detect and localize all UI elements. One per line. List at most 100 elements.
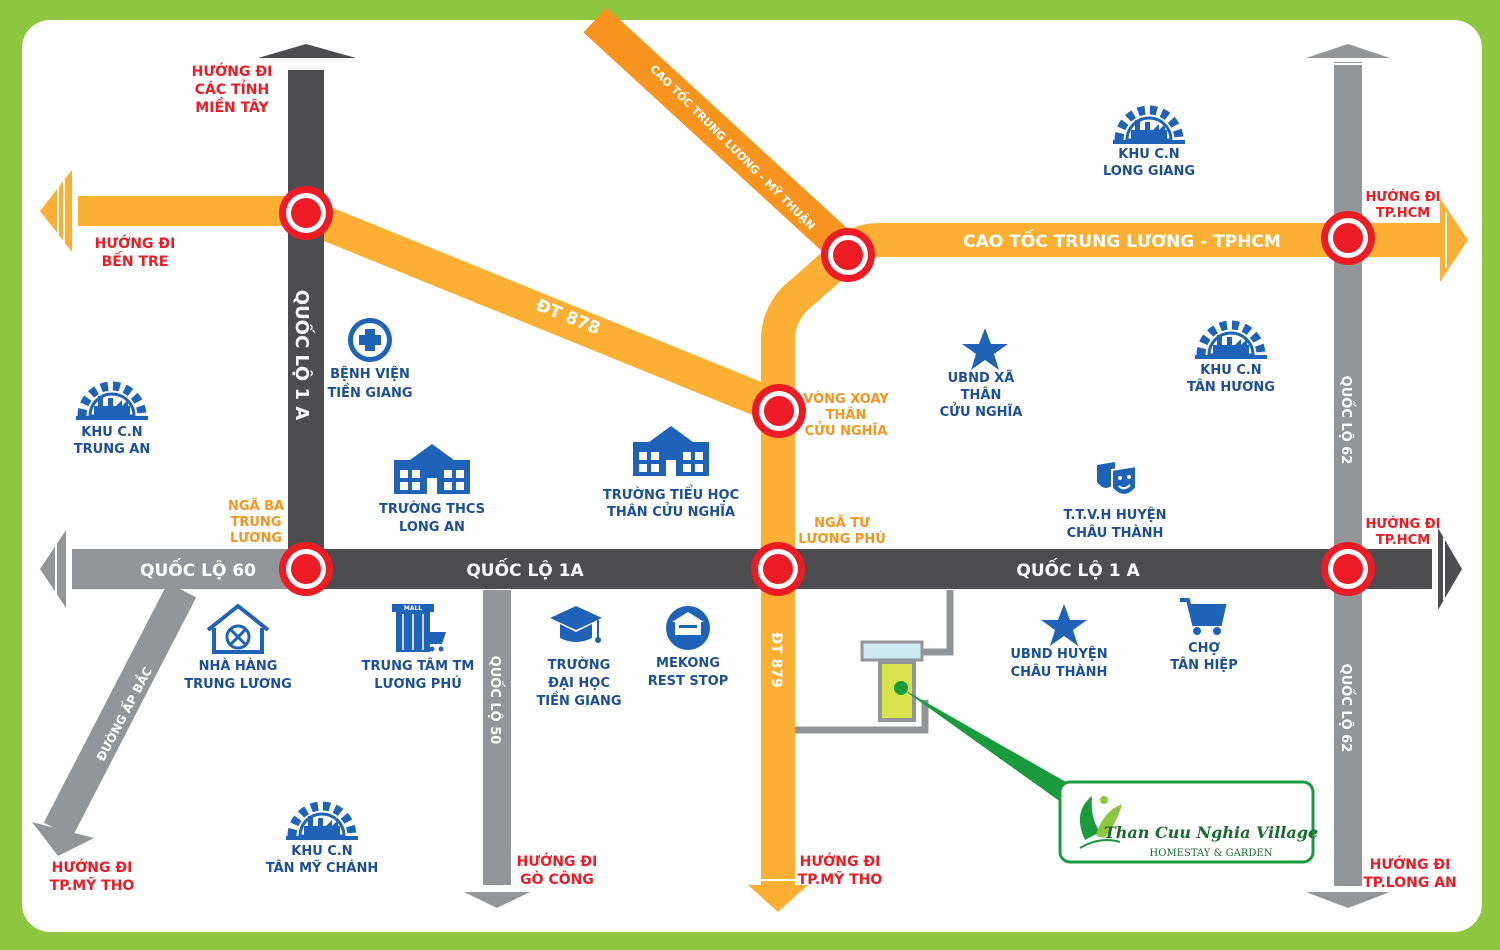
direction-hcm-top: HƯỚNG ĐI TP.HCM	[1366, 189, 1441, 221]
road-ap-bac	[43, 582, 197, 838]
direction-my-tho-left: HƯỚNG ĐI TP.MỸ THO	[50, 858, 135, 894]
marker-ql62-ql1a	[1321, 542, 1375, 596]
svg-text:TÂN MỸ CHÁNH: TÂN MỸ CHÁNH	[266, 860, 378, 876]
hospital-icon	[348, 318, 392, 362]
road-dt879	[761, 239, 860, 885]
brand-name: Than Cuu Nghia Village	[1104, 823, 1318, 842]
svg-text:TIỀN GIANG: TIỀN GIANG	[327, 383, 412, 401]
poi-ubnd-xa: UBND XÃ THÂN CỬU NGHĨA	[940, 370, 1023, 420]
poi-mekong: MEKONG REST STOP	[648, 656, 728, 689]
graduation-cap-icon	[550, 606, 602, 643]
svg-text:HƯỚNG ĐI: HƯỚNG ĐI	[95, 234, 176, 252]
leaf-logo-icon	[1079, 796, 1122, 849]
svg-text:UBND HUYỆN: UBND HUYỆN	[1010, 646, 1107, 662]
svg-text:HƯỚNG ĐI: HƯỚNG ĐI	[192, 62, 273, 80]
arrow-south-ql62	[1306, 892, 1390, 908]
svg-text:KHU C.N: KHU C.N	[81, 425, 142, 440]
label-ql1a-east: QUỐC LỘ 1 A	[1016, 557, 1140, 581]
poi-dai-hoc: TRƯỜNG ĐẠI HỌC TIỀN GIANG	[536, 657, 621, 709]
direction-hcm-mid: HƯỚNG ĐI TP.HCM	[1366, 516, 1441, 548]
theater-masks-icon	[1097, 462, 1137, 496]
brand-callout: Than Cuu Nghia Village HOMESTAY & GARDEN	[1058, 780, 1318, 864]
svg-text:TRUNG TÂM TM: TRUNG TÂM TM	[362, 658, 475, 674]
poi-benh-vien: BỆNH VIỆN TIỀN GIANG	[327, 366, 412, 401]
star-icon	[962, 328, 1008, 370]
poi-kcn-tan-huong: KHU C.N TÂN HƯƠNG	[1187, 363, 1275, 395]
svg-text:LONG GIANG: LONG GIANG	[1103, 164, 1195, 179]
svg-text:T.T.V.H HUYỆN: T.T.V.H HUYỆN	[1063, 507, 1166, 523]
svg-text:BỆNH VIỆN: BỆNH VIỆN	[330, 366, 410, 382]
direction-mien-tay: HƯỚNG ĐI CÁC TỈNH MIỀN TÂY	[192, 62, 273, 116]
svg-text:KHU C.N: KHU C.N	[291, 844, 352, 859]
poi-tieu-hoc: TRƯỜNG TIỂU HỌC THÂN CỬU NGHĨA	[603, 485, 739, 520]
marker-vong-xoay	[752, 384, 806, 438]
svg-text:HƯỚNG ĐI: HƯỚNG ĐI	[52, 858, 133, 876]
svg-text:TRƯỜNG THCS: TRƯỜNG THCS	[379, 501, 485, 517]
svg-text:THÂN: THÂN	[826, 407, 867, 423]
svg-text:HƯỚNG ĐI: HƯỚNG ĐI	[800, 852, 881, 870]
mall-sign: MALL	[404, 605, 422, 612]
svg-text:TP.LONG AN: TP.LONG AN	[1363, 875, 1457, 891]
svg-text:UBND XÃ: UBND XÃ	[948, 370, 1015, 386]
poi-trung-tam-tm: TRUNG TÂM TM LƯƠNG PHÚ	[362, 658, 475, 692]
svg-text:CHÂU THÀNH: CHÂU THÀNH	[1067, 525, 1164, 541]
marker-nga-tu-luong-phu	[751, 542, 805, 596]
svg-text:KHU C.N: KHU C.N	[1200, 363, 1261, 378]
svg-text:ĐẠI HỌC: ĐẠI HỌC	[548, 676, 610, 691]
svg-text:HƯỚNG ĐI: HƯỚNG ĐI	[1366, 189, 1441, 205]
svg-text:THÂN CỬU NGHĨA: THÂN CỬU NGHĨA	[607, 503, 735, 520]
label-cao-toc-hcm: CAO TỐC TRUNG LƯƠNG - TPHCM	[963, 228, 1281, 252]
marker-ql1a-dt878	[279, 186, 333, 240]
svg-text:CHỢ: CHỢ	[1188, 641, 1220, 656]
poi-cho-tan-hiep: CHỢ TÂN HIỆP	[1170, 641, 1237, 673]
label-ql1a-vertical: QUỐC LỘ 1 A	[291, 290, 315, 421]
svg-text:CHÂU THÀNH: CHÂU THÀNH	[1011, 664, 1108, 680]
svg-text:TP.MỸ THO: TP.MỸ THO	[798, 871, 883, 888]
svg-text:TP.HCM: TP.HCM	[1376, 533, 1430, 548]
svg-text:TÂN HIỆP: TÂN HIỆP	[1170, 657, 1237, 673]
svg-text:NHÀ HÀNG: NHÀ HÀNG	[199, 658, 278, 674]
plot-village	[878, 660, 916, 722]
svg-text:TP.MỸ THO: TP.MỸ THO	[50, 877, 135, 894]
junction-nga-tu-luong-phu: NGÃ TƯ LƯƠNG PHÚ	[798, 515, 886, 547]
rest-stop-icon	[666, 606, 710, 650]
svg-text:TRƯỜNG: TRƯỜNG	[548, 657, 611, 673]
direction-long-an: HƯỚNG ĐI TP.LONG AN	[1363, 855, 1457, 891]
svg-text:GÒ CÔNG: GÒ CÔNG	[520, 870, 594, 888]
label-ql62-lower: QUỐC LỘ 62	[1338, 664, 1356, 753]
svg-text:LONG AN: LONG AN	[399, 520, 465, 535]
label-ql50: QUỐC LỘ 50	[487, 656, 505, 745]
access-road-2	[795, 700, 929, 734]
svg-text:THÂN: THÂN	[961, 387, 1002, 403]
marker-cao-toc-junction	[821, 228, 875, 282]
direction-ben-tre: HƯỚNG ĐI BẾN TRE	[95, 234, 176, 270]
brand-tagline: HOMESTAY & GARDEN	[1150, 848, 1273, 859]
svg-text:BẾN TRE: BẾN TRE	[102, 251, 169, 270]
shopping-cart-icon	[1180, 598, 1227, 635]
marker-ql62-cao-toc	[1321, 211, 1375, 265]
svg-text:NGÃ BA: NGÃ BA	[228, 498, 284, 514]
plot-top	[860, 640, 924, 662]
svg-text:TRUNG LƯƠNG: TRUNG LƯƠNG	[184, 677, 292, 692]
direction-go-cong: HƯỚNG ĐI GÒ CÔNG	[517, 852, 598, 888]
svg-text:HƯỚNG ĐI: HƯỚNG ĐI	[1370, 855, 1451, 873]
mall-icon: MALL	[392, 604, 446, 652]
svg-text:VÒNG XOAY: VÒNG XOAY	[803, 391, 889, 407]
arrow-west-ql60	[40, 530, 66, 608]
arrow-south-ql50	[464, 892, 530, 908]
label-ql1a-mid: QUỐC LỘ 1A	[466, 557, 584, 581]
svg-text:CỬU NGHĨA: CỬU NGHĨA	[805, 422, 888, 439]
label-dt879: ĐT 879	[768, 632, 784, 687]
poi-thcs-long-an: TRƯỜNG THCS LONG AN	[379, 501, 485, 535]
svg-text:NGÃ TƯ: NGÃ TƯ	[814, 515, 870, 531]
svg-text:TÂN HƯƠNG: TÂN HƯƠNG	[1187, 379, 1275, 395]
arrow-south-dt879	[748, 885, 808, 912]
svg-text:LƯƠNG PHÚ: LƯƠNG PHÚ	[798, 531, 886, 547]
road-cao-toc-my-thuan	[583, 7, 860, 265]
direction-my-tho-mid: HƯỚNG ĐI TP.MỸ THO	[798, 852, 883, 888]
label-ql62-upper: QUỐC LỘ 62	[1338, 376, 1356, 465]
svg-text:CÁC TỈNH: CÁC TỈNH	[195, 79, 269, 98]
star-icon	[1041, 604, 1087, 646]
arrow-sw-ap-bac	[32, 822, 94, 856]
